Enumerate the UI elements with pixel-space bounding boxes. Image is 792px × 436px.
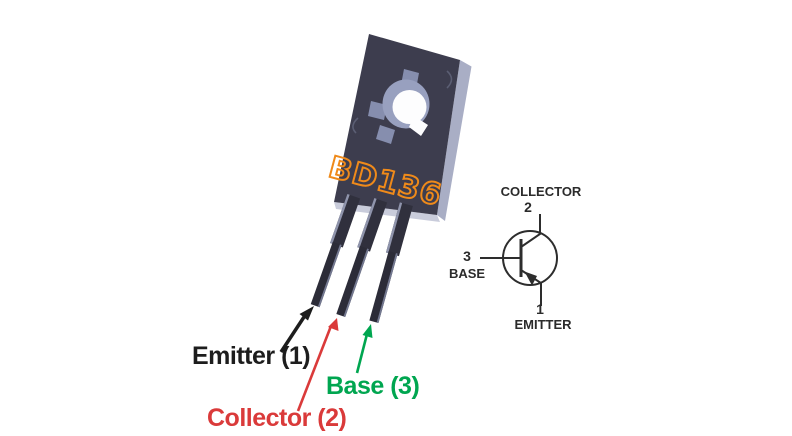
symbol-collector-label: COLLECTOR: [500, 184, 582, 199]
mold-mark-left: [352, 117, 359, 134]
hole-tab-bottom: [376, 125, 395, 144]
package-bottom-strip: [334, 202, 440, 222]
emitter-arrow-icon: [279, 306, 314, 353]
symbol-base-pin-number: 3: [463, 248, 471, 264]
hole-notch: [409, 116, 428, 136]
transistor-package: [310, 34, 472, 324]
leg-emitter: [310, 194, 361, 308]
base-arrow-icon: [355, 324, 373, 374]
symbol-emitter-arrowhead: [524, 271, 537, 286]
package-side-face: [437, 60, 472, 221]
symbol-collector-pin-number: 2: [524, 199, 532, 215]
hole-opening: [392, 90, 427, 124]
mounting-hole: [368, 69, 430, 144]
mold-mark-right: [446, 70, 453, 89]
base-pin-label: Base (3): [326, 372, 420, 400]
symbol-emitter-label: EMITTER: [514, 317, 572, 332]
collector-pin-label: Collector (2): [207, 404, 347, 432]
hole-tab-left: [368, 101, 387, 120]
pnp-symbol: [480, 214, 558, 306]
symbol-collector-lead: [520, 214, 541, 248]
leg-collector: [336, 198, 388, 318]
symbol-emitter-pin-number: 1: [536, 301, 544, 317]
emitter-pin-label: Emitter (1): [192, 342, 311, 370]
symbol-base-label: BASE: [448, 266, 486, 281]
callout-arrows: [279, 306, 373, 412]
collector-arrow-icon: [296, 318, 339, 412]
leg-base: [369, 202, 413, 324]
